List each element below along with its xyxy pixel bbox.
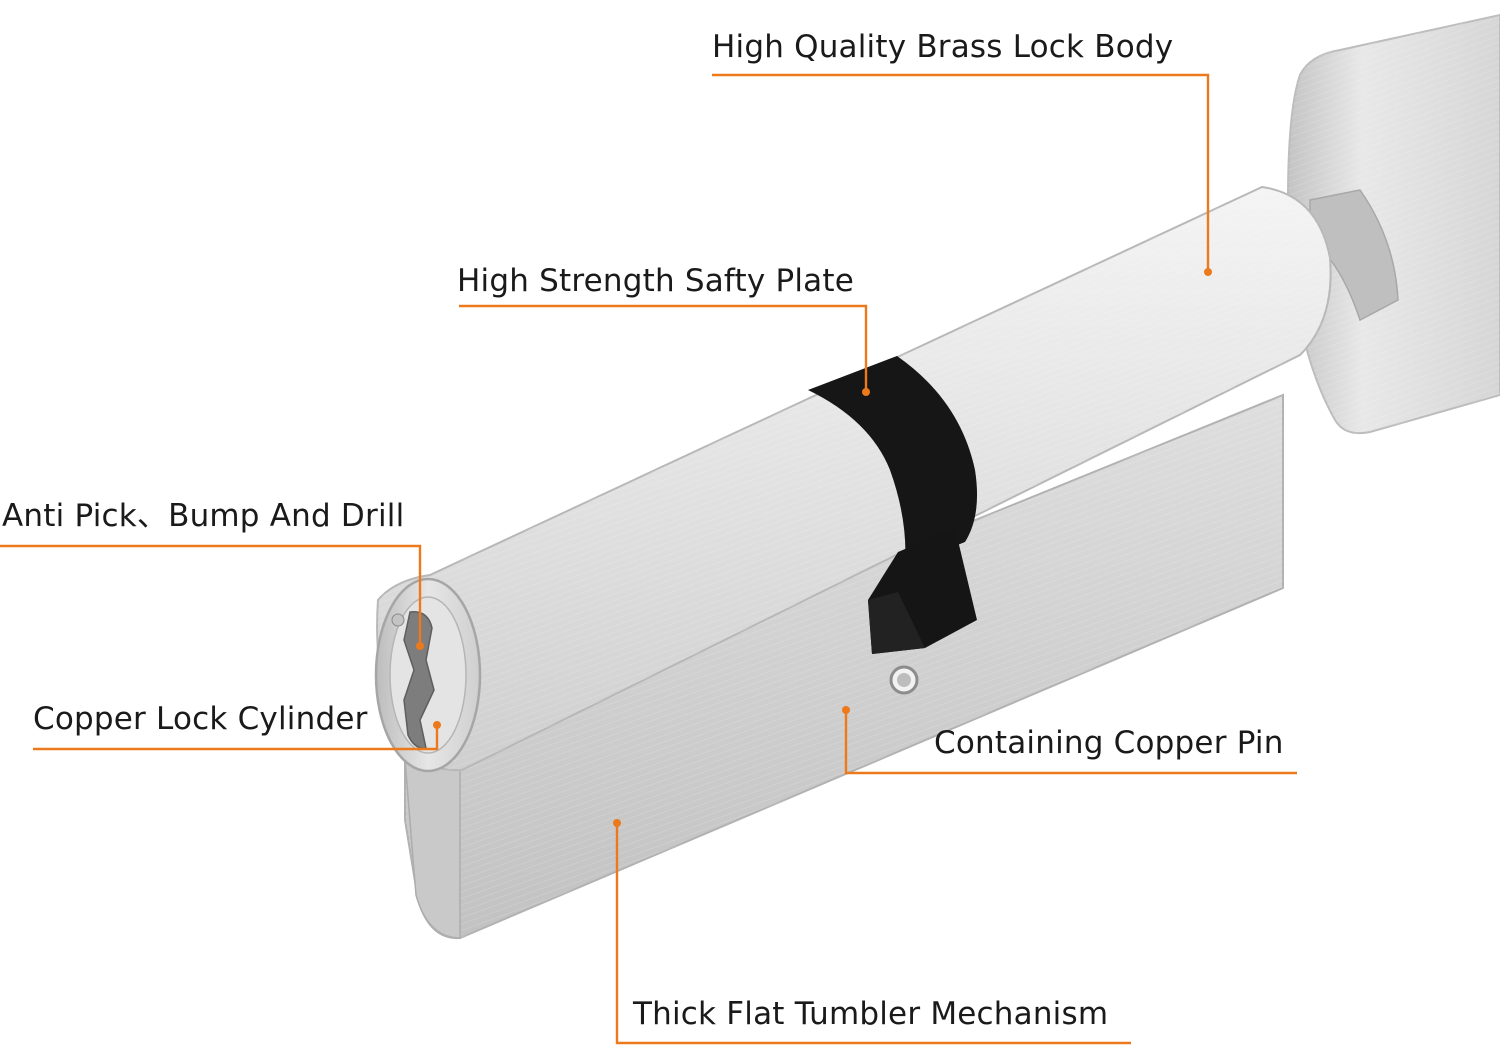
callout-line-safety-plate [459,304,868,392]
callout-label-brass-body: High Quality Brass Lock Body [712,29,1174,65]
lock-body-front-face [404,759,461,939]
callout-label-copper-cylinder: Copper Lock Cylinder [33,701,368,737]
callout-label-anti-pick: Anti Pick、Bump And Drill [2,498,405,534]
callout-line-anti-pick [0,544,422,646]
callout-line-copper-pin [844,710,1297,775]
callout-line-copper-cylinder [33,725,439,751]
callout-line-brass-body [712,73,1210,272]
callout-label-safety-plate: High Strength Safty Plate [457,263,854,299]
callout-line-tumbler [615,823,1131,1045]
safety-plate-band [808,356,978,566]
callout-dots [416,268,1212,827]
callout-label-tumbler: Thick Flat Tumbler Mechanism [633,996,1109,1032]
callout-lines [0,73,1297,1045]
callout-label-copper-pin: Containing Copper Pin [934,725,1284,761]
